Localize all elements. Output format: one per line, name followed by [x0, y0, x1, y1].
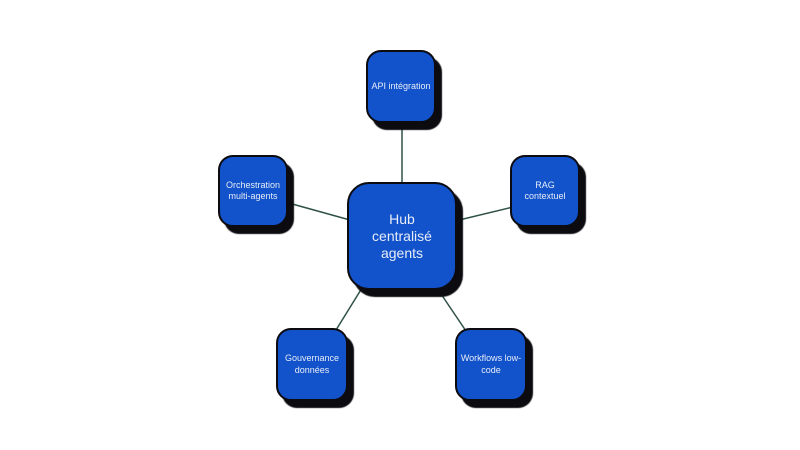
connector-hub-orchestration — [284, 201, 351, 221]
node-label-line: Gouvernance — [284, 353, 340, 363]
node-orchestration-multi-agents: Orchestration multi-agents — [218, 155, 288, 227]
connector-hub-gouvernance — [335, 287, 363, 331]
node-label: RAG contextuel — [524, 179, 566, 202]
hub-label-line: Hub — [389, 210, 415, 227]
node-label-line: multi-agents — [228, 191, 278, 201]
hub-label-line: agents — [380, 244, 424, 261]
node-gouvernance-donnees: Gouvernance données — [276, 328, 348, 401]
node-label-line: Workflows low- — [460, 353, 522, 363]
node-label-line: données — [294, 364, 330, 375]
node-hub-centralise-agents: Hub centralisé agents — [347, 182, 457, 290]
node-rag-contextuel: RAG contextuel — [510, 155, 580, 227]
node-label: API intégration — [371, 80, 431, 91]
node-label-line: code — [481, 364, 501, 375]
node-label-line: Orchestration — [225, 179, 281, 190]
node-api-integration: API intégration — [366, 50, 436, 123]
node-workflows-low-code: Workflows low- code — [455, 328, 527, 401]
hub-label-line: centralisé — [372, 227, 432, 244]
connector-hub-workflows — [436, 287, 467, 332]
connector-hub-rag — [454, 206, 514, 222]
